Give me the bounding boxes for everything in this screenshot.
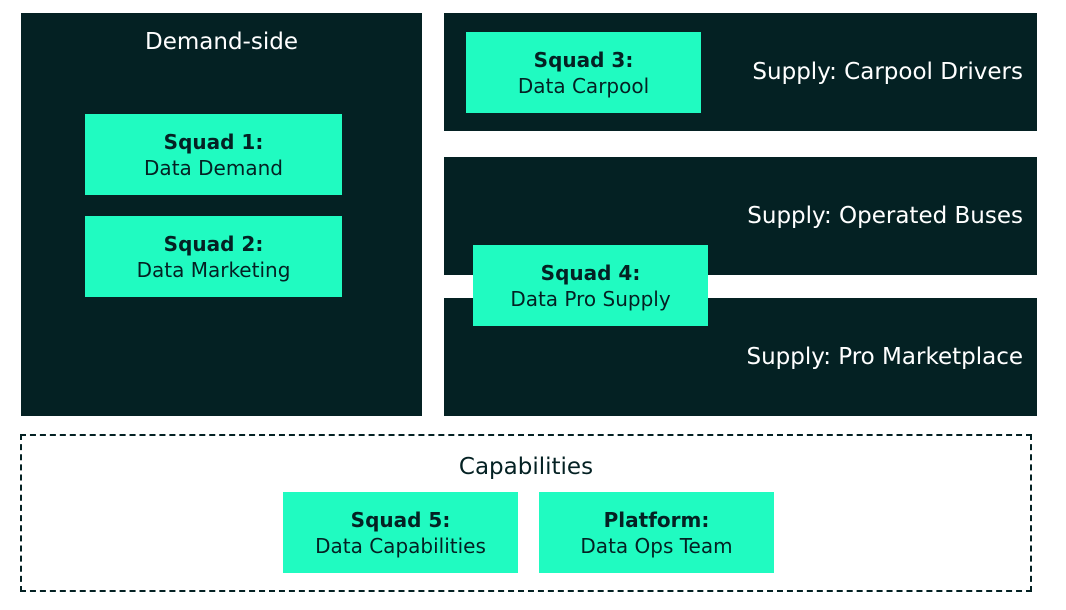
capabilities-container: Capabilities Squad 5: Data Capabilities … bbox=[20, 434, 1032, 592]
squad-5-name: Squad 5: bbox=[350, 507, 451, 532]
supply-carpool-panel: Supply: Carpool Drivers Squad 3: Data Ca… bbox=[444, 13, 1037, 131]
platform-box: Platform: Data Ops Team bbox=[539, 492, 774, 573]
squad-2-box: Squad 2: Data Marketing bbox=[85, 216, 342, 297]
demand-side-title: Demand-side bbox=[145, 29, 298, 55]
supply-pro-title: Supply: Pro Marketplace bbox=[746, 344, 1023, 370]
squad-5-box: Squad 5: Data Capabilities bbox=[283, 492, 518, 573]
squad-3-box: Squad 3: Data Carpool bbox=[466, 32, 701, 113]
demand-side-panel: Demand-side Squad 1: Data Demand Squad 2… bbox=[21, 13, 422, 416]
squad-1-name: Squad 1: bbox=[163, 129, 264, 154]
squad-4-box: Squad 4: Data Pro Supply bbox=[473, 245, 708, 326]
squad-5-team: Data Capabilities bbox=[315, 533, 486, 558]
capabilities-title: Capabilities bbox=[458, 454, 594, 480]
squad-4-name: Squad 4: bbox=[540, 260, 641, 285]
squad-4-team: Data Pro Supply bbox=[510, 286, 671, 311]
squad-3-team: Data Carpool bbox=[517, 73, 650, 98]
platform-name: Platform: bbox=[603, 507, 710, 532]
squad-3-name: Squad 3: bbox=[533, 47, 634, 72]
supply-buses-title: Supply: Operated Buses bbox=[747, 203, 1023, 229]
squad-1-team: Data Demand bbox=[144, 155, 283, 180]
platform-team: Data Ops Team bbox=[580, 533, 733, 558]
squad-2-name: Squad 2: bbox=[163, 231, 264, 256]
squad-1-box: Squad 1: Data Demand bbox=[85, 114, 342, 195]
squad-2-team: Data Marketing bbox=[136, 257, 291, 282]
supply-carpool-title: Supply: Carpool Drivers bbox=[752, 59, 1023, 85]
